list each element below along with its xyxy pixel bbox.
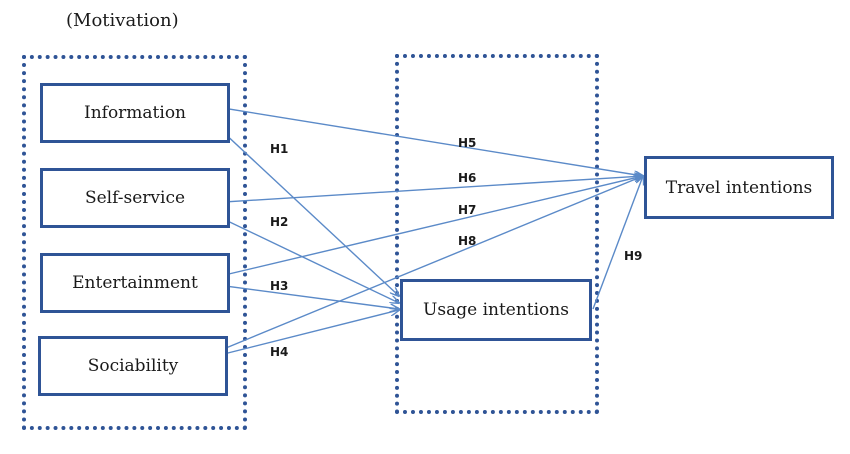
label-h3: H3 (270, 279, 288, 293)
node-usage-intentions-label: Usage intentions (423, 300, 569, 320)
node-information-label: Information (83, 103, 187, 123)
node-travel-intentions-label: Travel intentions (665, 177, 813, 198)
node-sociability: Sociability (38, 336, 228, 396)
edge-h7 (194, 176, 643, 283)
label-h4: H4 (270, 345, 288, 359)
label-h9: H9 (624, 249, 642, 263)
label-h2: H2 (270, 215, 288, 229)
label-h5: H5 (458, 136, 476, 150)
edge-h9 (592, 176, 643, 310)
node-travel-intentions: Travel intentions (644, 156, 834, 219)
label-h1: H1 (270, 142, 288, 156)
label-h8: H8 (458, 234, 476, 248)
node-self-service-label: Self-service (84, 188, 186, 208)
node-entertainment: Entertainment (40, 253, 230, 313)
node-usage-intentions: Usage intentions (400, 279, 592, 341)
label-h6: H6 (458, 171, 476, 185)
node-entertainment-label: Entertainment (72, 273, 198, 293)
node-information: Information (40, 83, 230, 143)
label-h7: H7 (458, 203, 476, 217)
motivation-group-frame (22, 55, 247, 430)
motivation-group-title: (Motivation) (66, 10, 179, 31)
edge-h6 (191, 176, 643, 205)
node-self-service: Self-service (40, 168, 230, 228)
edge-h5 (191, 102, 643, 176)
edge-h8 (191, 176, 643, 363)
node-sociability-label: Sociability (87, 356, 179, 376)
